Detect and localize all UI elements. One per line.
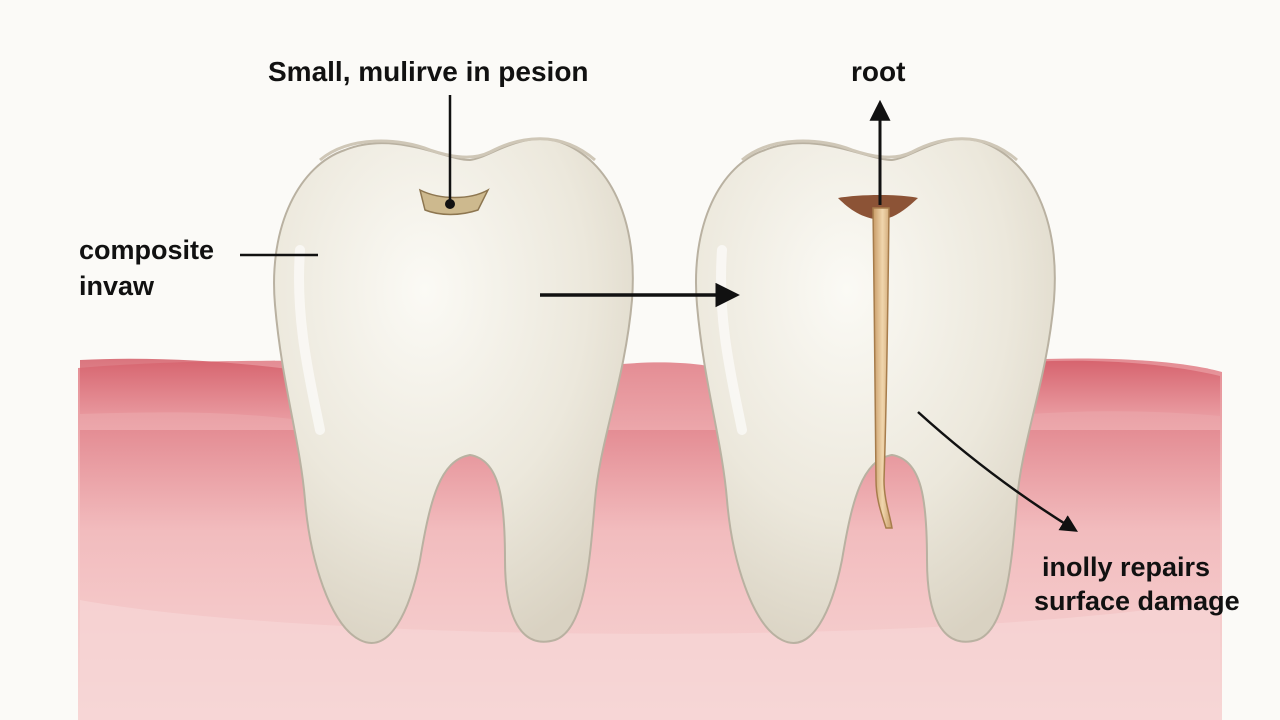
repair-arrow — [917, 411, 1078, 532]
tooth-right — [695, 137, 1056, 644]
callouts — [240, 95, 1078, 532]
label-composite-line2: invaw — [79, 271, 155, 301]
label-composite-line1: composite — [79, 235, 215, 265]
gum-tissue — [78, 358, 1222, 720]
callout-dot — [445, 199, 455, 209]
label-root: root — [851, 56, 906, 87]
label-repair-line1: inolly repairs — [1042, 552, 1211, 582]
tooth-left — [273, 137, 634, 644]
label-composite: composite invaw — [79, 232, 214, 304]
label-repair-line2: surface damage — [1034, 586, 1240, 616]
label-top-left: Small, mulirve in pesion — [268, 56, 589, 87]
label-repair: inolly repairs surface damage — [1034, 550, 1240, 618]
root-canal — [872, 207, 893, 529]
